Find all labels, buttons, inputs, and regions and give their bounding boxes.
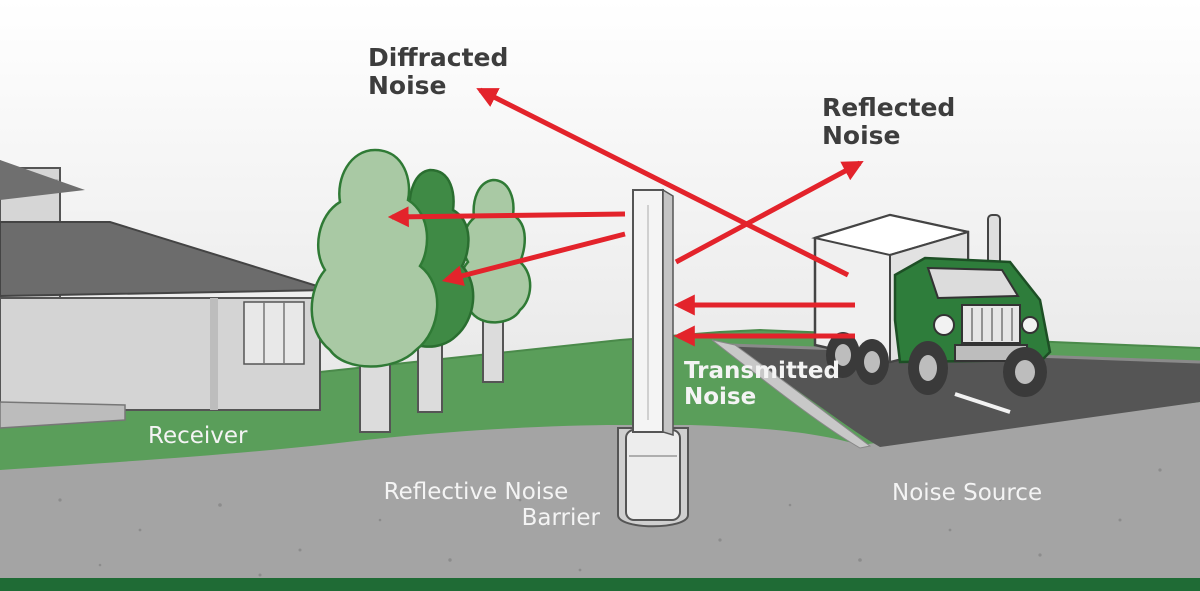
noise-source-label: Noise Source — [892, 480, 1043, 506]
transmitted-noise-label: Transmitted Noise — [684, 358, 840, 411]
transmitted-noise-label-line1: Transmitted — [684, 358, 840, 384]
diffracted-to-trees-arrow — [441, 231, 626, 286]
lane-marking — [954, 392, 1011, 414]
reflected-noise-arrow — [674, 160, 864, 265]
noise-arrows — [387, 87, 864, 347]
noise-barrier-wall — [617, 188, 689, 528]
curb — [711, 339, 872, 449]
truck-wheel — [1003, 347, 1047, 397]
diffracted-noise-arrow — [476, 87, 850, 278]
house-icon — [0, 160, 331, 429]
reflected-noise-label: Reflected Noise — [822, 94, 955, 150]
ground-speckles — [58, 468, 1162, 577]
reflected-noise-label-line1: Reflected — [822, 93, 956, 122]
diffracted-noise-label-line2: Noise — [368, 71, 447, 100]
ground-cross-section — [0, 402, 1200, 591]
receiver-label: Receiver — [148, 423, 248, 449]
reflected-noise-label-line2: Noise — [822, 121, 901, 150]
transmitted-noise-label-line2: Noise — [684, 383, 757, 410]
tree-icon — [310, 148, 439, 433]
diffracted-noise-label-line1: Diffracted — [368, 43, 509, 72]
truck-wheel — [855, 339, 889, 385]
barrier-label-line1: Reflective Noise — [383, 479, 569, 505]
truck-wheel — [826, 332, 860, 378]
barrier-label-line2: Barrier — [521, 504, 600, 531]
diffracted-to-trees-arrow — [387, 206, 626, 228]
house-window — [243, 301, 305, 365]
diffracted-noise-label: Diffracted Noise — [368, 44, 508, 100]
footer-bar — [0, 578, 1200, 591]
barrier-label: Reflective Noise Barrier — [352, 479, 600, 532]
truck-wheel — [908, 341, 948, 395]
truck-icon — [811, 213, 1052, 397]
